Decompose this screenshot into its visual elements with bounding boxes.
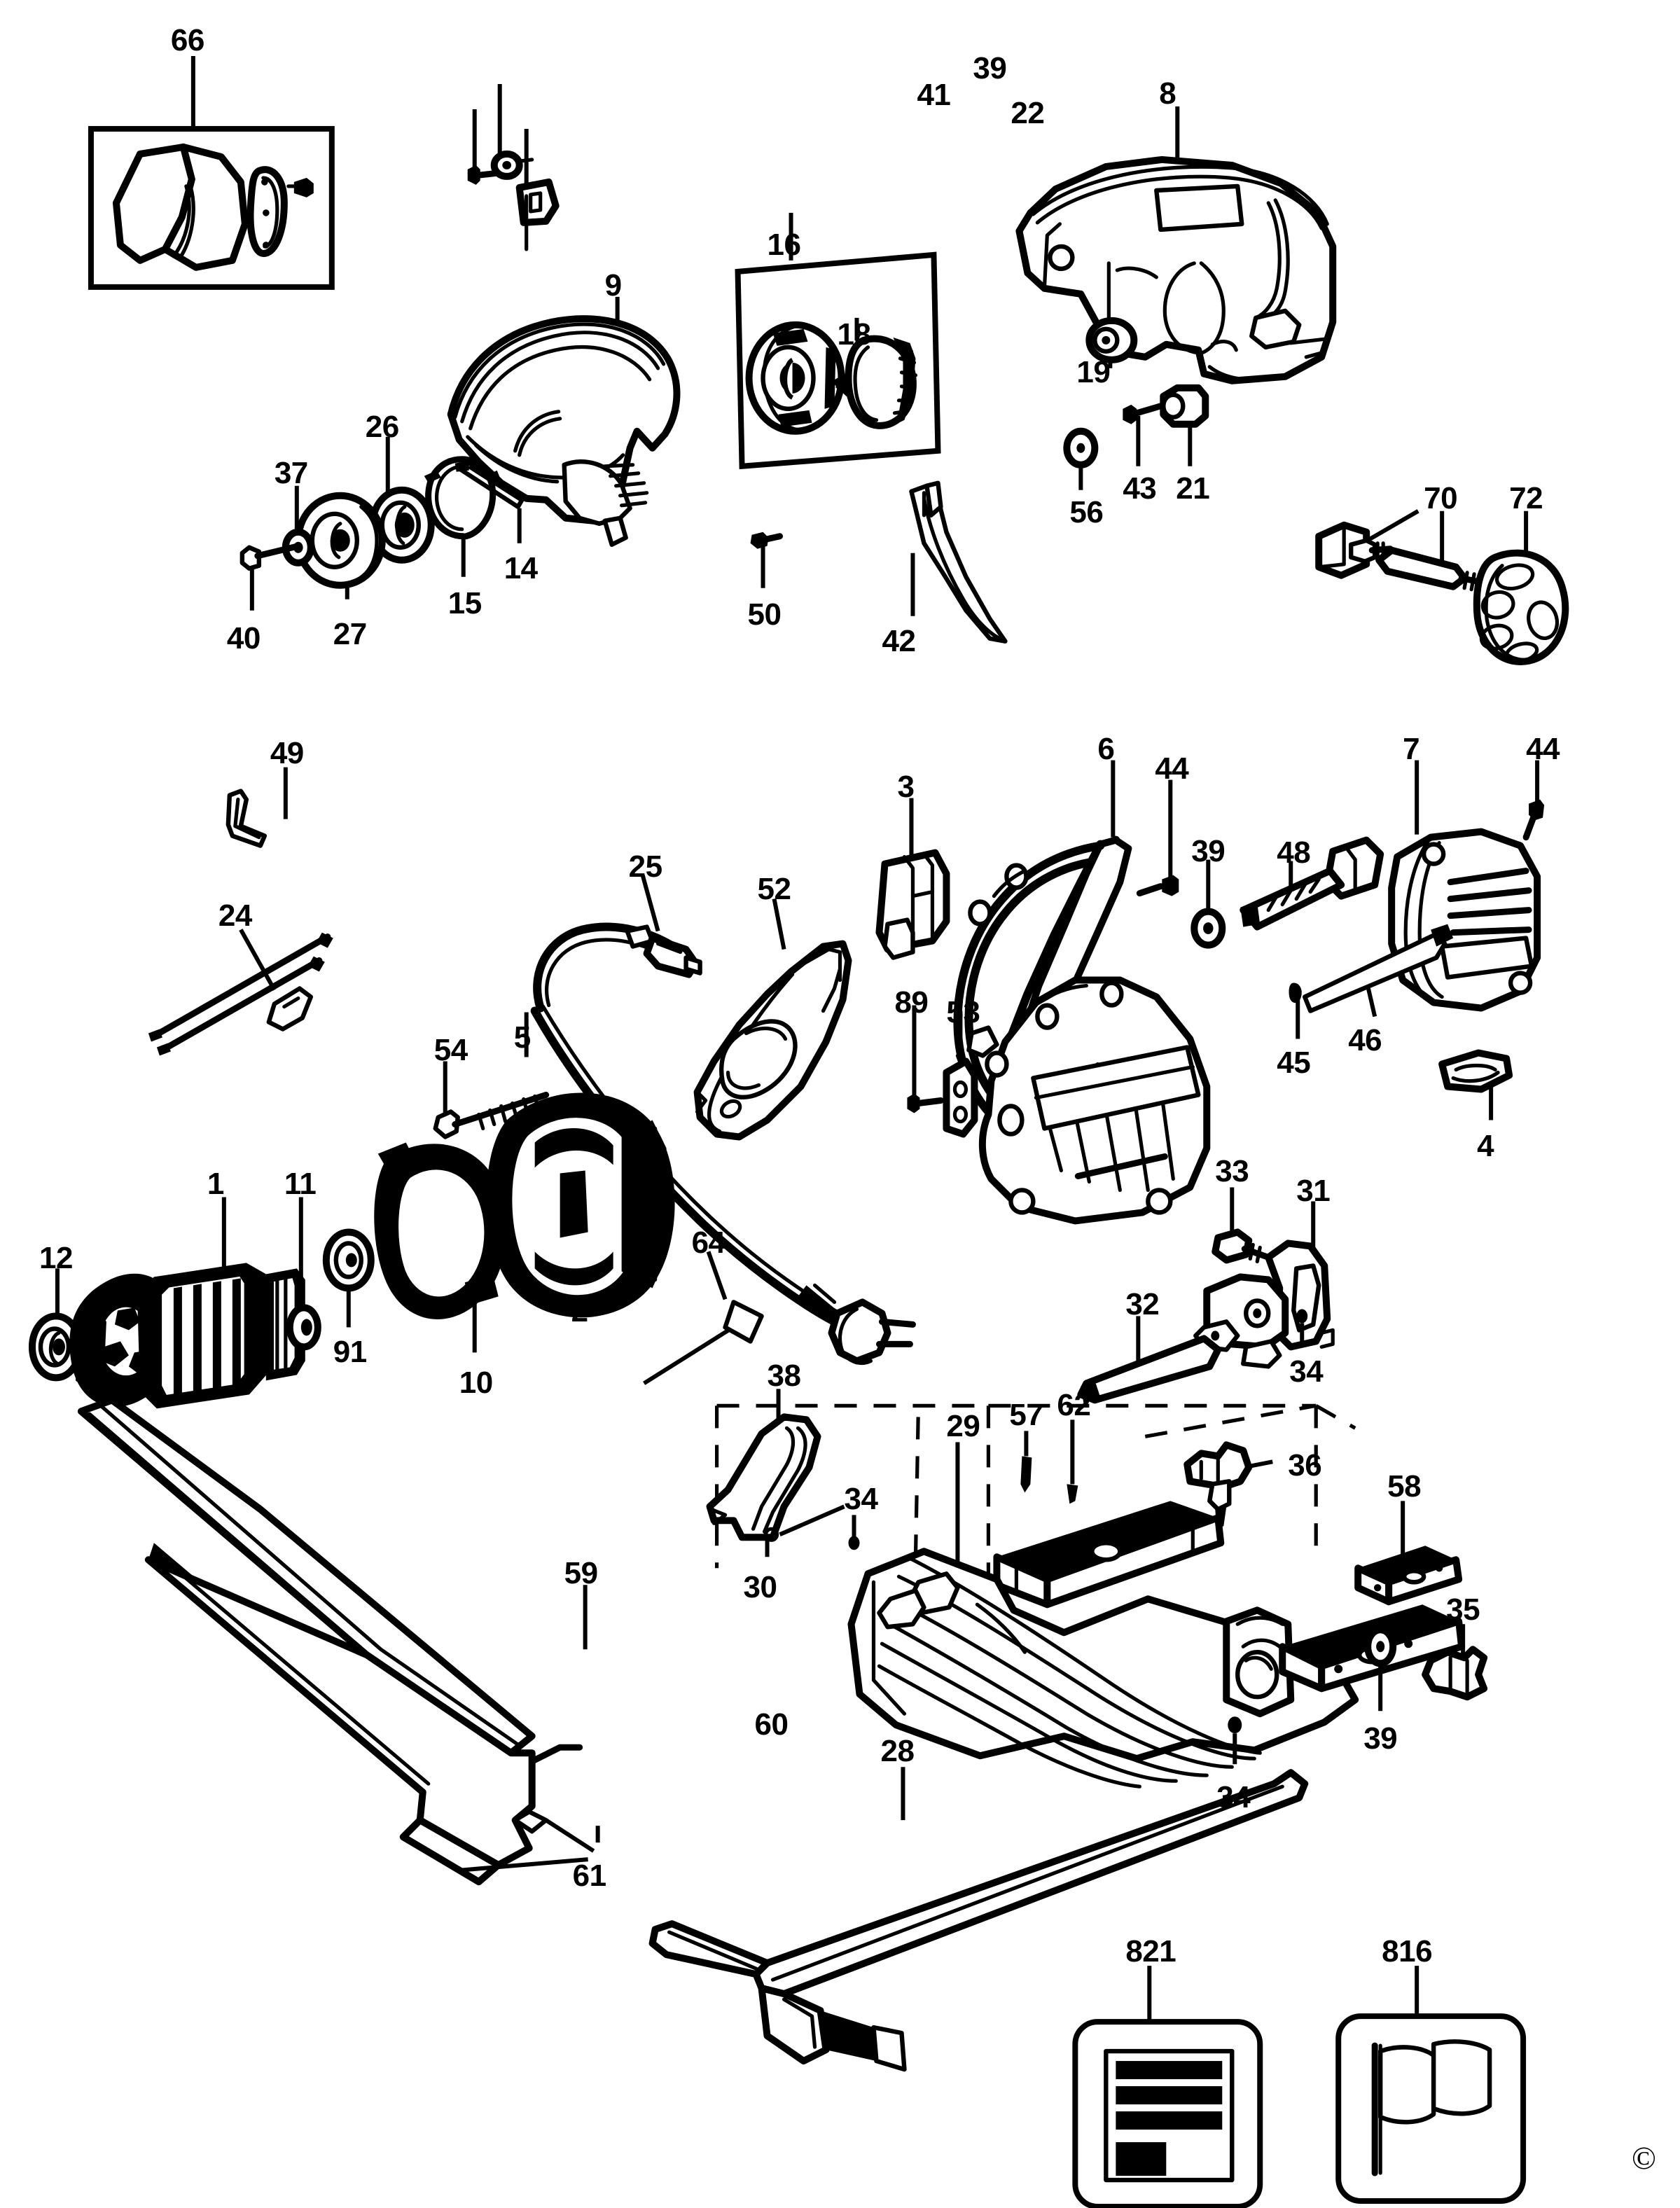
callout-18: 18: [837, 317, 871, 352]
depth-lever-30-38: [706, 1389, 845, 1557]
callout-4: 4: [1477, 1129, 1494, 1164]
guide-rail-59-60-61: [77, 1396, 600, 1886]
callout-1: 1: [207, 1167, 224, 1202]
callout-24: 24: [218, 898, 252, 933]
callout-40: 40: [226, 620, 261, 655]
callout-62: 62: [1057, 1388, 1091, 1423]
callout-35: 35: [1446, 1592, 1480, 1627]
callout-14: 14: [504, 550, 538, 585]
callout-22: 22: [1011, 95, 1045, 130]
callout-60: 60: [754, 1707, 789, 1742]
handle-cover-52: [693, 898, 852, 1141]
screw-50: [750, 532, 784, 588]
callout-43: 43: [1123, 471, 1157, 506]
inset-816-flag-label: [1335, 1966, 1527, 2204]
inset-821-rating-label: [1072, 1966, 1263, 2208]
inset-16-gear-assembly: [735, 212, 941, 470]
callout-66: 66: [170, 22, 204, 57]
brush-holder-3: [875, 798, 950, 960]
callout-34: 34: [1289, 1354, 1324, 1389]
callout-3: 3: [897, 769, 915, 804]
callout-57: 57: [1009, 1398, 1043, 1433]
callout-29: 29: [946, 1409, 980, 1444]
callout-58: 58: [1387, 1469, 1422, 1504]
callout-39: 39: [1191, 833, 1226, 868]
callout-42: 42: [882, 623, 916, 658]
callout-37: 37: [274, 455, 308, 490]
callout-39: 39: [1363, 1721, 1398, 1756]
callout-15: 15: [447, 585, 482, 620]
callout-26: 26: [365, 409, 399, 444]
callout-34: 34: [844, 1482, 878, 1517]
callout-816: 816: [1382, 1934, 1433, 1969]
armature-field-group: [28, 1092, 764, 1409]
callout-64: 64: [691, 1225, 726, 1261]
knob-assembly-70-72: [1315, 509, 1569, 665]
callout-72: 72: [1509, 480, 1543, 515]
callout-91: 91: [333, 1335, 367, 1370]
callout-89: 89: [894, 985, 929, 1020]
callout-33: 33: [1215, 1154, 1249, 1189]
callout-10: 10: [459, 1366, 493, 1401]
hex-key-49: [225, 767, 288, 848]
callout-34: 34: [1216, 1780, 1251, 1815]
callout-38: 38: [767, 1359, 801, 1394]
callout-27: 27: [333, 616, 367, 651]
riving-knife-42: [909, 480, 1008, 644]
callout-19: 19: [1076, 354, 1111, 389]
projection-lines: [714, 1403, 1356, 1591]
callout-28: 28: [880, 1734, 915, 1769]
callout-41: 41: [917, 77, 951, 112]
cord-assembly-25-5: [524, 874, 916, 1366]
fastener-group-44-39-48: [1136, 779, 1384, 949]
callout-48: 48: [1277, 835, 1311, 870]
callout-46: 46: [1348, 1022, 1382, 1057]
callout-52: 52: [757, 871, 791, 906]
rip-fence-28: [648, 1767, 1309, 2072]
callout-53: 53: [946, 994, 980, 1029]
callout-61: 61: [572, 1859, 606, 1894]
callout-49: 49: [270, 735, 304, 770]
callout-59: 59: [564, 1556, 598, 1591]
callout-50: 50: [747, 597, 782, 632]
copyright-icon: ©: [1632, 2140, 1656, 2176]
fastener-group-41-39-22: [467, 83, 560, 251]
callout-39: 39: [973, 50, 1007, 85]
callout-44: 44: [1526, 731, 1560, 766]
callout-45: 45: [1277, 1045, 1311, 1080]
callout-12: 12: [39, 1241, 73, 1276]
motor-housing-cover-8: [1015, 106, 1337, 490]
callout-821: 821: [1125, 1934, 1176, 1969]
callout-7: 7: [1403, 731, 1420, 766]
callout-30: 30: [743, 1570, 777, 1605]
motor-housing-6: [907, 760, 1211, 1225]
callout-54: 54: [433, 1032, 468, 1067]
callout-11: 11: [284, 1167, 317, 1202]
inset-66-dust-port: [88, 55, 335, 290]
callout-6: 6: [1097, 731, 1115, 766]
callout-8: 8: [1159, 76, 1176, 111]
callout-5: 5: [513, 1020, 531, 1055]
callout-56: 56: [1069, 494, 1104, 529]
end-cap-7: [1289, 760, 1545, 1120]
rod-group-24: [148, 929, 333, 1056]
blade-guard-9: [239, 296, 681, 611]
callout-32: 32: [1125, 1287, 1160, 1322]
base-shoe-29: [847, 1419, 1488, 1789]
callout-70: 70: [1424, 480, 1458, 515]
callout-2: 2: [571, 1294, 588, 1329]
callout-9: 9: [604, 268, 622, 303]
callout-31: 31: [1296, 1174, 1331, 1209]
callout-36: 36: [1288, 1448, 1322, 1483]
callout-44: 44: [1155, 751, 1189, 786]
callout-25: 25: [628, 849, 662, 884]
callout-16: 16: [767, 227, 801, 262]
callout-21: 21: [1176, 471, 1210, 506]
pivot-bracket-31-32-33: [1077, 1187, 1335, 1404]
